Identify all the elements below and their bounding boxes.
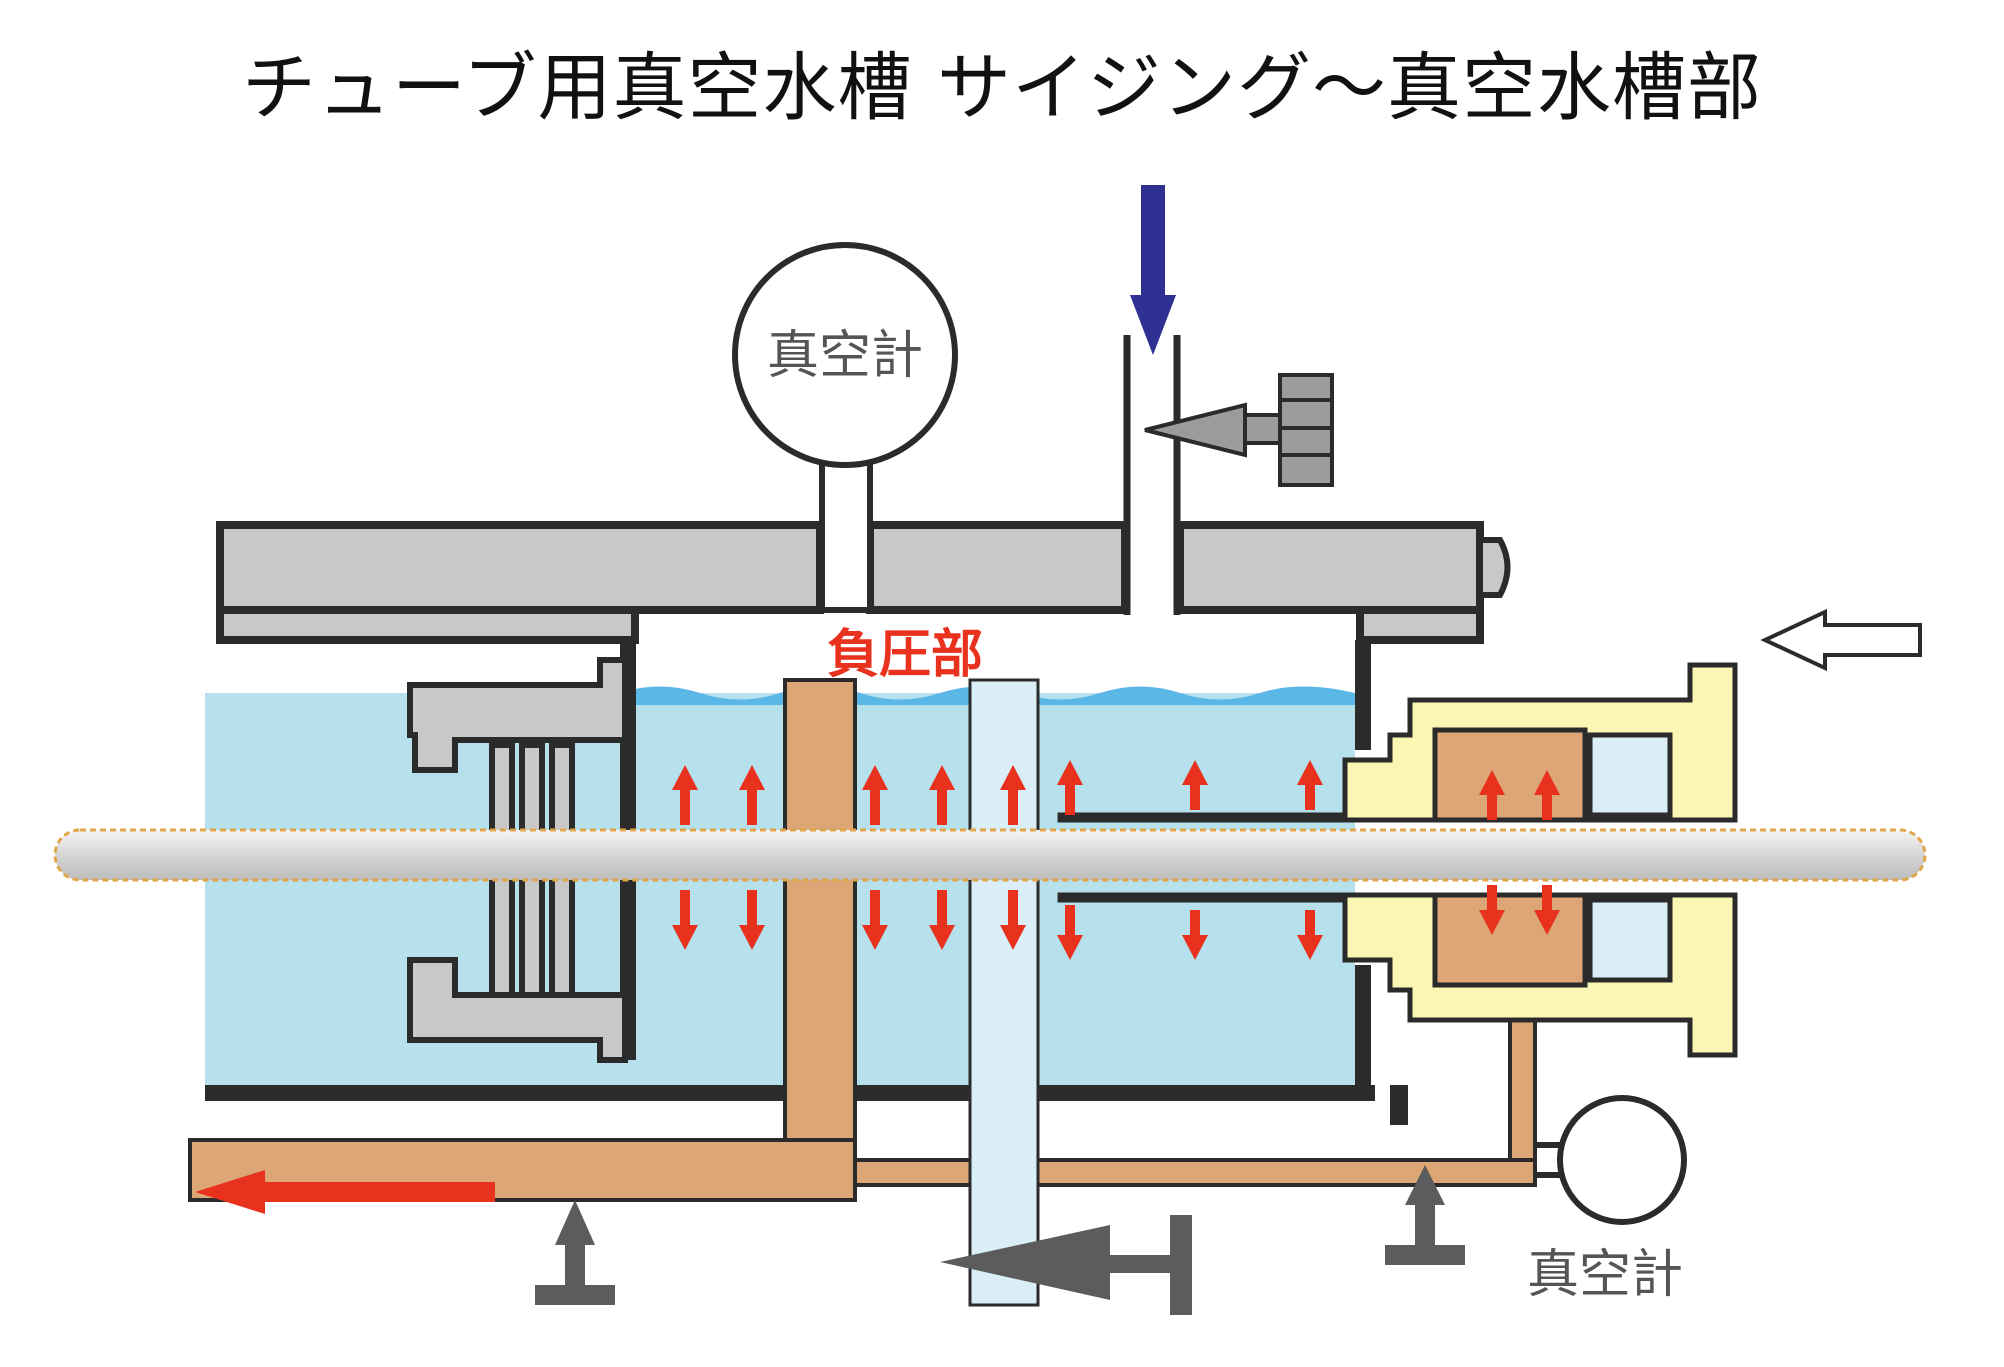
red-up-arrow-icon [672, 765, 698, 825]
red-down-arrow-icon [1057, 905, 1083, 960]
red-left-arrow-icon [195, 1170, 495, 1214]
red-up-arrow-icon [1297, 760, 1323, 810]
vacuum-gauge-icon [1557, 1095, 1687, 1225]
sizing-die [1057, 662, 1738, 1058]
vacuum-gauge-bottom: 真空計 [1527, 1095, 1687, 1305]
tube [53, 828, 1927, 882]
negative-pressure-label: 負圧部 [827, 625, 983, 685]
red-down-arrow-icon [1182, 910, 1208, 960]
red-down-arrow-icon [1479, 885, 1505, 935]
red-down-arrow-icon [929, 890, 955, 950]
vacuum-gauge-icon [732, 242, 958, 468]
page-title: チューブ用真空水槽 サイジング～真空水槽部 [241, 45, 1763, 131]
red-up-arrow-icon [1182, 760, 1208, 810]
red-up-arrow-icon [1479, 770, 1505, 820]
spray-channel [968, 678, 1040, 1307]
red-down-arrow-icon [739, 890, 765, 950]
red-up-arrow-icon [929, 765, 955, 825]
red-down-arrow-icon [1534, 885, 1560, 935]
left-seal [407, 657, 628, 1063]
gray-arrow-icon [940, 1215, 1192, 1315]
white-left-arrow-icon [1760, 608, 1922, 672]
red-up-arrow-icon [739, 765, 765, 825]
red-down-arrows [672, 885, 1560, 960]
blue-down-arrow-icon [1130, 185, 1176, 355]
red-up-arrows [672, 760, 1560, 825]
valve-handle [1144, 373, 1334, 487]
gray-arrow-icon [535, 1200, 615, 1305]
water-tank [205, 693, 1355, 1088]
gray-arrow-icon [1385, 1165, 1465, 1265]
red-down-arrow-icon [672, 890, 698, 950]
tank-walls [205, 640, 1408, 1125]
vacuum-gauge-top: 真空計 [732, 242, 958, 613]
red-up-arrow-icon [1000, 765, 1026, 825]
red-down-arrow-icon [1000, 890, 1026, 950]
red-up-arrow-icon [862, 765, 888, 825]
inlet-pipe [1123, 335, 1181, 615]
red-down-arrow-icon [862, 890, 888, 950]
vacuum-gauge-top-label: 真空計 [767, 326, 923, 386]
red-up-arrow-icon [1534, 770, 1560, 820]
red-down-arrow-icon [1297, 910, 1323, 960]
vacuum-gauge-bottom-label: 真空計 [1527, 1245, 1683, 1305]
red-up-arrow-icon [1057, 760, 1083, 815]
